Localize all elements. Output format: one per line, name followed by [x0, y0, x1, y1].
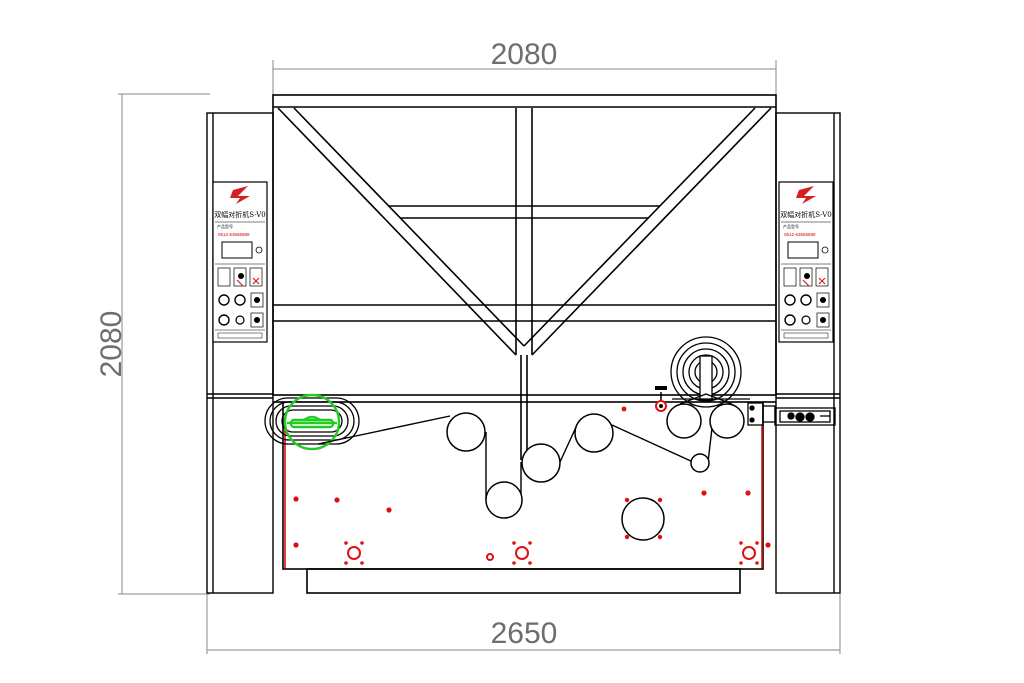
svg-text:双幅对折机S-V0: 双幅对折机S-V0 — [780, 210, 831, 219]
roller-4 — [574, 413, 614, 453]
svg-text:产品型号: 产品型号 — [217, 223, 233, 229]
dimension-left — [118, 93, 210, 595]
roller-7 — [709, 403, 745, 439]
dimension-bottom — [206, 594, 841, 654]
take-up-coil — [670, 336, 750, 408]
lower-body — [273, 401, 776, 594]
dimension-top — [272, 60, 777, 96]
drive-unit-right — [747, 402, 836, 426]
roller-2 — [485, 481, 523, 519]
dimension-top-label: 2080 — [491, 38, 558, 71]
rollers — [446, 403, 745, 541]
svg-text:产品型号: 产品型号 — [783, 223, 799, 229]
main-frame — [272, 94, 777, 460]
fabric-path — [317, 415, 713, 500]
tension-lever — [655, 386, 667, 412]
svg-text:0512-63556888: 0512-63556888 — [218, 232, 250, 237]
roller-1 — [446, 412, 486, 452]
dimension-left-label: 2080 — [95, 311, 128, 378]
roller-3 — [521, 443, 561, 483]
svg-text:0512-63556888: 0512-63556888 — [784, 232, 816, 237]
red-markers — [293, 406, 771, 548]
brand-logo-icon — [796, 186, 816, 204]
red-bolt-holes — [347, 546, 756, 561]
brand-logo-icon — [230, 186, 250, 204]
feed-roll-highlight — [283, 393, 341, 451]
right-control-panel: 双幅对折机S-V0 产品型号 0512-63556888 — [778, 181, 834, 343]
roller-6 — [666, 403, 702, 439]
feed-roll-left — [264, 397, 360, 445]
red-bolt-dots — [344, 541, 759, 565]
roller-large — [621, 497, 665, 541]
dimension-bottom-label: 2650 — [491, 617, 558, 650]
roller-5 — [690, 453, 710, 473]
svg-text:双幅对折机S-V0: 双幅对折机S-V0 — [214, 210, 265, 219]
lower-body-red-edges — [284, 425, 763, 568]
left-control-panel: 双幅对折机S-V0 产品型号 0512-63556888 — [212, 181, 268, 343]
